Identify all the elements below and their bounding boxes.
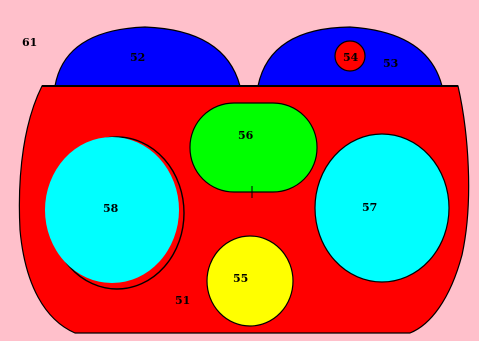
label-53: 53: [383, 57, 398, 70]
label-56: 56: [238, 129, 254, 142]
label-54: 54: [343, 51, 359, 64]
region-bottom-circle: [206, 235, 294, 327]
region-right-oval: [314, 133, 450, 283]
region-top-rounded-rect: [189, 102, 318, 193]
region-left-oval: [45, 137, 179, 283]
region-small-circle: [334, 40, 366, 72]
region-left-dome: [54, 26, 241, 87]
label-51: 51: [175, 294, 190, 307]
label-61: 61: [22, 36, 37, 49]
label-55: 55: [233, 272, 248, 285]
label-58: 58: [103, 202, 119, 215]
label-52: 52: [130, 51, 145, 64]
label-57: 57: [362, 201, 377, 214]
